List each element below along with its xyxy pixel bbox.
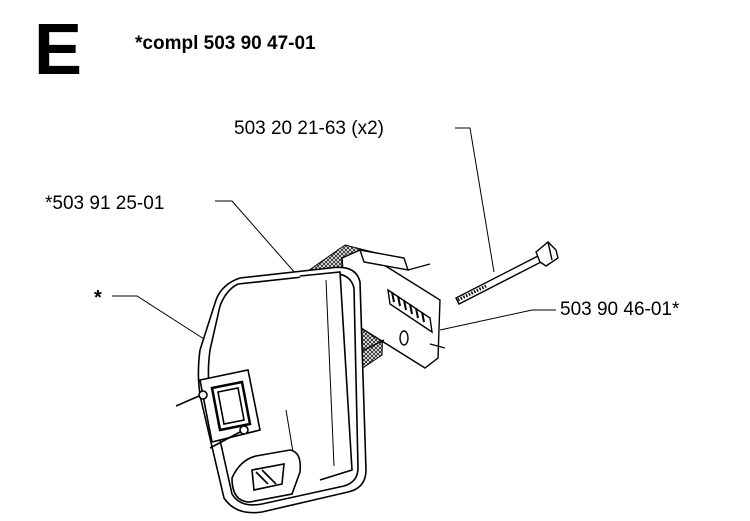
leader-bolt [455,127,495,273]
muffler-body [197,266,367,514]
label-cover: * [94,287,102,309]
label-bracket: 503 90 46-01* [560,299,680,320]
section-letter: E [34,10,83,90]
leader-cover [112,295,219,349]
assembly-title: *compl 503 90 47-01 [135,33,316,54]
leader-bracket [439,309,556,331]
label-screen: *503 91 25-01 [45,193,165,214]
leader-screen [215,200,311,291]
leader-lines [112,127,556,349]
bolt [455,241,559,305]
outlet-plate [175,369,261,449]
label-bolt: 503 20 21-63 (x2) [234,118,384,139]
